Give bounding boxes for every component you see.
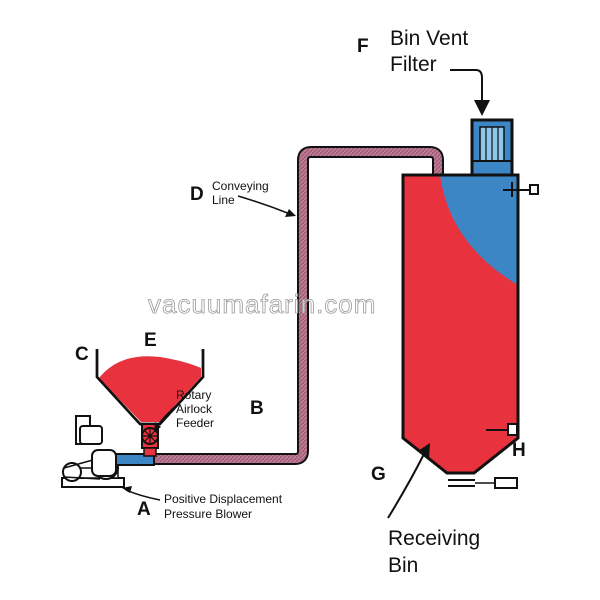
watermark-text: vacuumafarin.com: [148, 289, 376, 319]
label-pressure-blower: Pressure Blower: [164, 507, 252, 521]
label-conveying: Conveying: [212, 179, 269, 193]
label-letter-g: G: [371, 464, 386, 485]
label-letter-b: B: [250, 398, 264, 419]
label-positive-displacement: Positive Displacement: [164, 492, 283, 506]
label-airlock: Airlock: [176, 402, 213, 416]
blower-unit: [61, 415, 155, 488]
label-letter-e: E: [144, 330, 157, 351]
labels: F Bin Vent Filter D Conveying Line C E R…: [75, 27, 526, 577]
label-receiving: Receiving: [388, 527, 480, 550]
label-letter-c: C: [75, 344, 89, 365]
label-filter: Filter: [390, 53, 437, 76]
label-bin-vent: Bin Vent: [390, 27, 468, 50]
label-letter-a: A: [137, 499, 151, 520]
label-letter-h: H: [512, 440, 526, 461]
label-letter-d: D: [190, 184, 204, 205]
conveying-line-pipe: [150, 146, 444, 465]
pointer-arrows: [122, 69, 490, 519]
label-letter-f: F: [357, 36, 369, 57]
bin-vent-filter: [470, 118, 514, 177]
label-bin: Bin: [388, 554, 418, 577]
receiving-bin: [401, 173, 539, 489]
label-rotary: Rotary: [176, 388, 211, 402]
label-line: Line: [212, 193, 235, 207]
label-feeder: Feeder: [176, 416, 214, 430]
